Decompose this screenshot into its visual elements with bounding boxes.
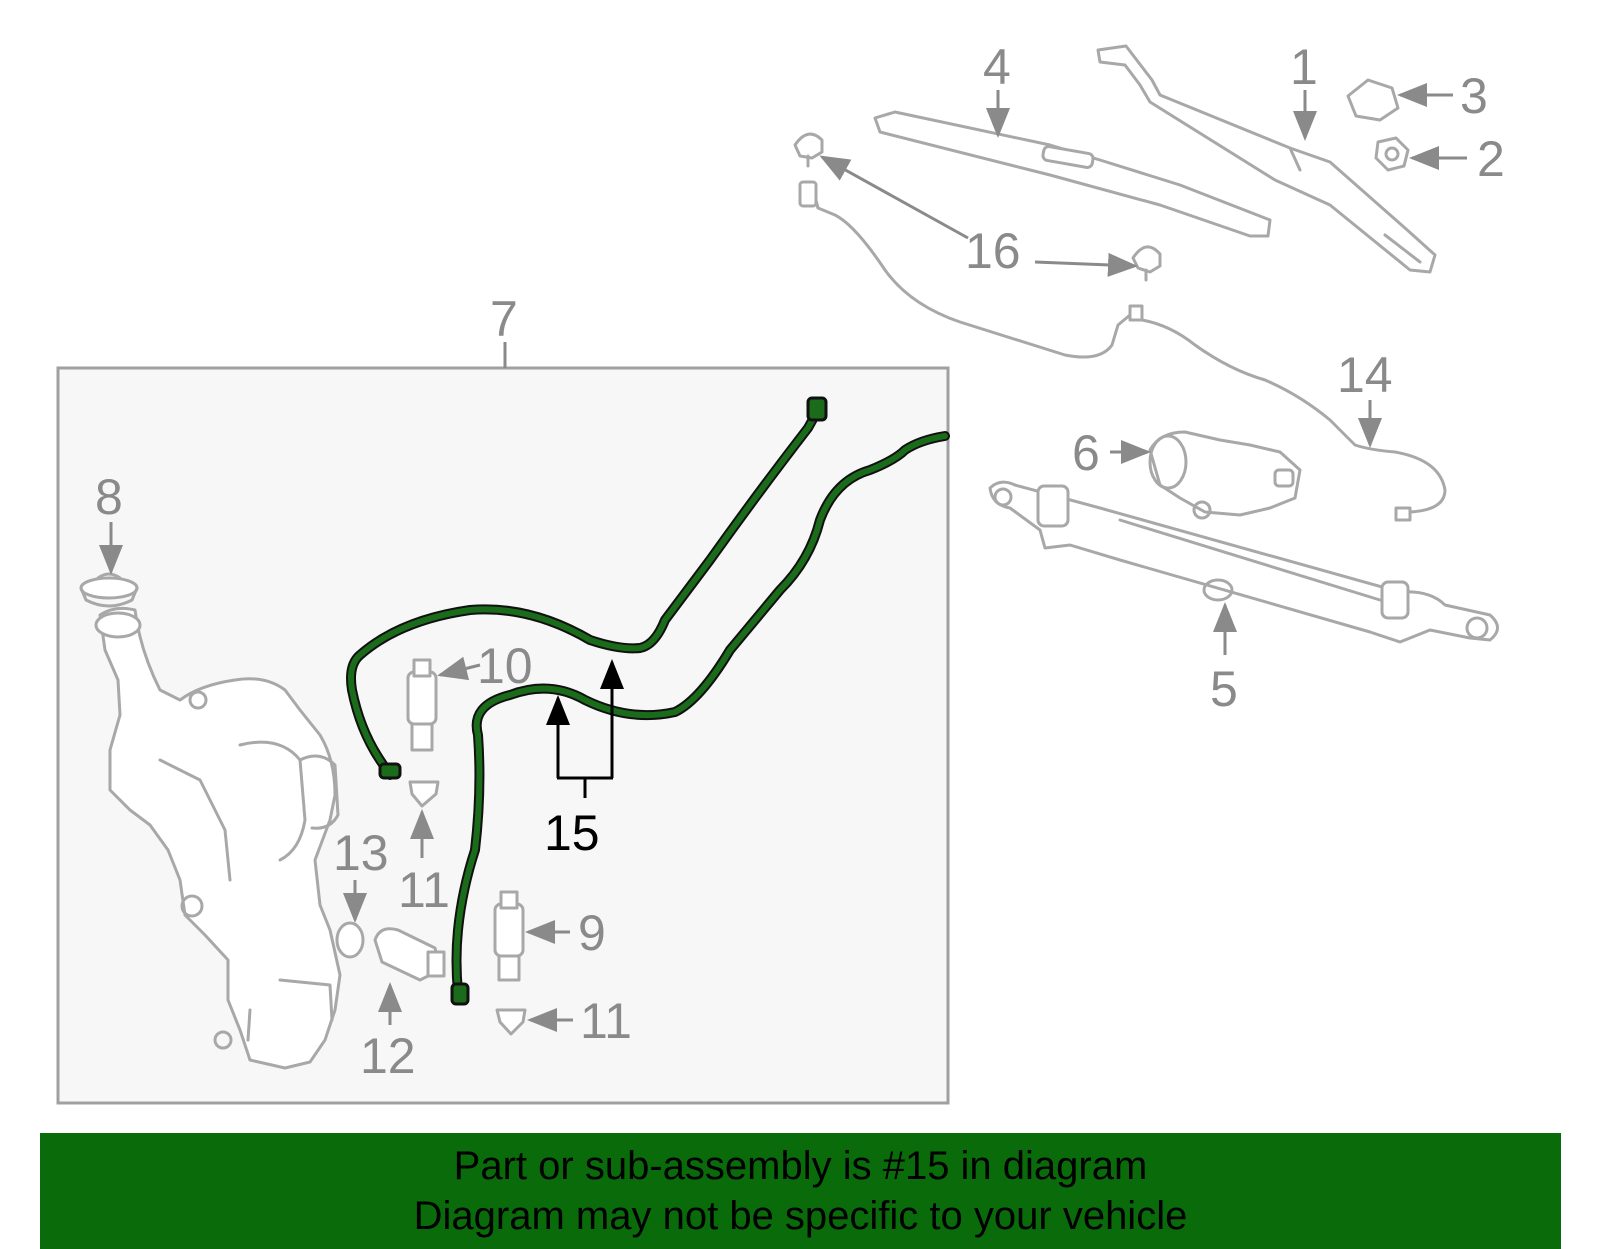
callout-12: 12 xyxy=(360,1028,416,1084)
washer-pump-9 xyxy=(493,890,525,982)
washer-hose-upper xyxy=(798,180,1447,522)
callout-9: 9 xyxy=(578,905,606,961)
callout-2: 2 xyxy=(1477,131,1505,187)
callout-15-bracket xyxy=(546,659,624,798)
footer-line-1: Part or sub-assembly is #15 in diagram xyxy=(453,1144,1148,1188)
callout-6: 6 xyxy=(1072,425,1100,481)
grommet-lower xyxy=(495,1008,527,1036)
callout-11a: 11 xyxy=(398,862,450,918)
footer-line-2: Diagram may not be specific to your vehi… xyxy=(413,1194,1188,1238)
callout-13: 13 xyxy=(333,825,389,881)
grommet-upper xyxy=(408,780,440,808)
footer-banner: Part or sub-assembly is #15 in diagram D… xyxy=(40,1133,1561,1249)
callout-7: 7 xyxy=(490,291,518,347)
callout-1: 1 xyxy=(1290,39,1318,95)
callout-4: 4 xyxy=(983,39,1011,95)
washer-hose-15 xyxy=(346,396,950,1006)
callout-11b: 11 xyxy=(580,993,632,1049)
callout-10-arrow xyxy=(437,656,481,681)
nut xyxy=(1374,136,1410,172)
callout-14: 14 xyxy=(1337,347,1393,403)
level-sensor xyxy=(373,927,446,982)
wiper-motor xyxy=(1148,430,1302,520)
cap xyxy=(1346,78,1400,122)
callout-3: 3 xyxy=(1460,68,1488,124)
wiper-linkage xyxy=(988,480,1499,644)
wiper-arm xyxy=(1096,44,1437,274)
callout-8: 8 xyxy=(95,469,123,525)
callout-5: 5 xyxy=(1210,661,1238,717)
washer-reservoir xyxy=(94,606,342,1070)
callout-16: 16 xyxy=(965,223,1021,279)
washer-nozzle-right xyxy=(1131,245,1162,282)
callout-10: 10 xyxy=(477,638,533,694)
callout-16b-arrow xyxy=(1034,252,1138,277)
seal-ring xyxy=(335,921,365,959)
washer-nozzle-left xyxy=(793,132,824,168)
callout-16a-arrow xyxy=(819,155,969,240)
wiper-blade xyxy=(873,110,1272,238)
washer-pump-10 xyxy=(406,658,438,752)
callout-15: 15 xyxy=(544,805,600,861)
